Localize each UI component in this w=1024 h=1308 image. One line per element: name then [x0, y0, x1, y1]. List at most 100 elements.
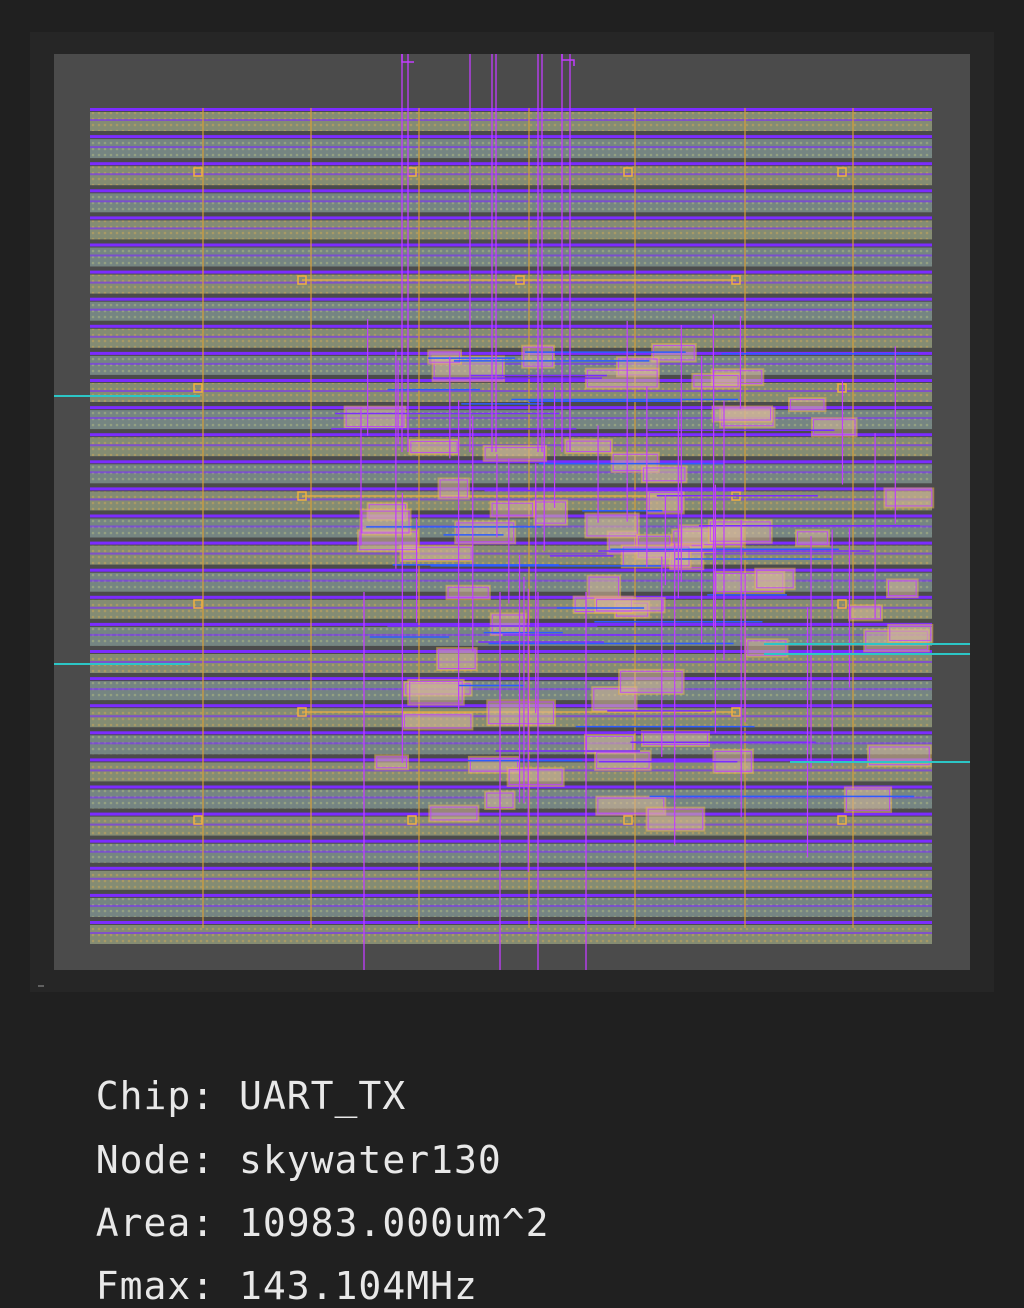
signal-track	[90, 552, 932, 555]
tap-marker	[193, 383, 203, 393]
power-strap	[202, 108, 204, 928]
logic-cell	[795, 529, 830, 547]
logic-cell	[848, 604, 883, 622]
logic-cell	[707, 519, 773, 544]
signal-track	[90, 606, 932, 609]
logic-cell	[887, 623, 934, 643]
cell-pin-routing	[488, 701, 554, 725]
cell-row	[90, 274, 932, 294]
power-rail	[90, 731, 932, 735]
area-line: Area: 10983.000um^2	[48, 1157, 549, 1245]
cell-pin-routing	[508, 769, 563, 785]
cell-row	[90, 599, 932, 619]
logic-cell	[428, 804, 480, 823]
cell-pin-routing	[620, 670, 683, 693]
logic-cell	[407, 678, 465, 706]
chip-value: UART_TX	[239, 1074, 407, 1118]
power-rail	[90, 243, 932, 247]
tap-marker	[837, 167, 847, 177]
logic-cell	[454, 520, 517, 545]
power-rail	[90, 162, 932, 166]
signal-track	[90, 254, 932, 257]
cell-row	[90, 897, 932, 917]
cell-pin-routing	[447, 586, 489, 599]
signal-track	[90, 227, 932, 230]
io-net	[401, 54, 414, 63]
cell-row	[90, 626, 932, 646]
power-rail	[90, 433, 932, 437]
signal-track	[90, 362, 932, 365]
power-rail	[90, 270, 932, 274]
signal-track	[90, 661, 932, 663]
cell-row	[90, 328, 932, 348]
cell-pin-routing	[597, 797, 665, 814]
io-net	[561, 54, 575, 66]
cell-pin-routing	[469, 757, 519, 772]
signal-track	[90, 498, 932, 501]
signal-track	[90, 417, 932, 420]
cell-row	[90, 139, 932, 159]
cell-row	[90, 193, 932, 213]
power-strap	[744, 108, 746, 928]
power-rail	[90, 650, 932, 653]
fmax-label: Fmax:	[95, 1264, 216, 1308]
fmax-line: Fmax: 143.104MHz	[48, 1220, 478, 1308]
logic-cell	[359, 508, 412, 536]
cell-pin-routing	[596, 599, 664, 612]
power-rail	[90, 785, 932, 789]
signal-track	[90, 904, 932, 907]
logic-cell	[584, 512, 640, 539]
cell-pin-routing	[430, 806, 478, 821]
logic-cell	[711, 405, 774, 423]
logic-cell	[533, 499, 569, 526]
cell-pin-routing	[361, 510, 410, 534]
power-rail	[90, 460, 932, 464]
cell-pin-routing	[345, 407, 405, 428]
cell-pin-routing	[813, 419, 856, 436]
signal-track	[90, 742, 932, 745]
power-rail	[90, 406, 932, 410]
logic-cell	[645, 806, 706, 832]
logic-cell	[867, 744, 932, 768]
power-strap	[418, 108, 420, 928]
cell-pin-routing	[869, 746, 930, 766]
tap-marker	[193, 815, 203, 825]
signal-track	[90, 823, 932, 826]
cell-pin-routing	[593, 688, 636, 711]
cell-pin-routing	[693, 374, 739, 388]
cell-pin-routing	[747, 640, 787, 656]
signal-track	[90, 390, 932, 392]
power-strap	[310, 108, 312, 928]
logic-cell	[811, 417, 858, 438]
cell-pin-routing	[889, 625, 932, 641]
logic-cell	[482, 445, 548, 462]
logic-cell	[883, 487, 935, 509]
signal-track	[90, 119, 932, 121]
cell-row	[90, 247, 932, 267]
tap-marker	[837, 599, 847, 609]
tap-marker	[623, 815, 633, 825]
cell-row	[90, 112, 932, 131]
cell-pin-routing	[756, 569, 794, 589]
logic-cell	[489, 500, 536, 518]
logic-cell	[594, 597, 666, 614]
power-rail	[90, 595, 932, 599]
cell-pin-routing	[612, 453, 658, 471]
chip-name-line: Chip: UART_TX	[48, 1030, 406, 1118]
logic-cell	[343, 405, 407, 430]
cell-pin-routing	[409, 680, 463, 704]
power-rail	[90, 921, 932, 924]
logic-cell	[564, 438, 613, 455]
signal-track	[90, 932, 932, 934]
power-rail	[90, 839, 932, 843]
signal-track	[90, 877, 932, 880]
logic-cell	[886, 578, 919, 599]
cell-pin-routing	[885, 489, 933, 507]
logic-cell	[436, 647, 478, 672]
logic-cell	[618, 668, 685, 695]
cell-row	[90, 301, 932, 321]
power-strap	[852, 108, 854, 928]
standard-cells	[331, 343, 935, 832]
cell-pin-routing	[429, 351, 461, 363]
cell-pin-routing	[850, 606, 881, 620]
